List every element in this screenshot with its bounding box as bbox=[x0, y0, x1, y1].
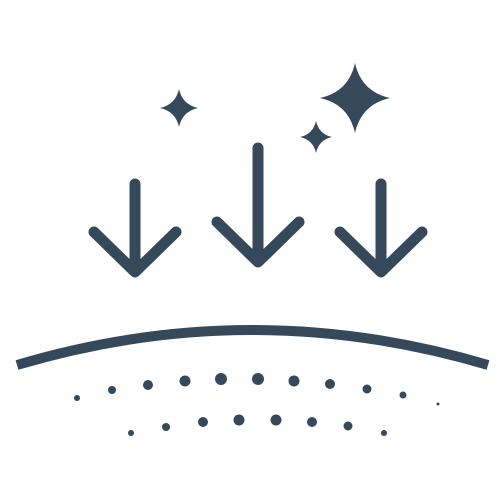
pore-dot bbox=[288, 375, 300, 387]
pore-dot bbox=[307, 417, 317, 427]
pore-dot bbox=[381, 430, 387, 436]
pore-dot bbox=[143, 380, 153, 390]
pore-dot bbox=[108, 386, 116, 394]
down-arrow-icon bbox=[211, 142, 305, 268]
skin-group bbox=[15, 325, 490, 370]
sparkles-group bbox=[160, 63, 390, 153]
skin-surface-curve bbox=[15, 325, 490, 370]
pore-dot bbox=[233, 414, 245, 426]
pore-dot bbox=[399, 391, 407, 399]
pore-dot bbox=[179, 375, 191, 387]
pore-dot bbox=[343, 421, 353, 431]
pore-dot bbox=[74, 395, 80, 401]
pores-group bbox=[74, 373, 440, 436]
down-arrow-icon bbox=[334, 178, 428, 278]
pore-dot bbox=[436, 402, 440, 406]
pore-dot bbox=[198, 417, 208, 427]
pore-dot bbox=[162, 423, 170, 431]
sparkle-icon bbox=[300, 121, 332, 153]
down-arrow-icon bbox=[88, 178, 182, 278]
pore-dot bbox=[128, 430, 134, 436]
sparkle-icon bbox=[160, 89, 198, 127]
pore-dot bbox=[252, 373, 264, 385]
pore-dot bbox=[215, 373, 227, 385]
pore-dot bbox=[325, 379, 335, 389]
pore-dot bbox=[270, 414, 282, 426]
arrows-group bbox=[88, 142, 428, 278]
sparkle-icon bbox=[320, 63, 390, 133]
pore-dot bbox=[362, 384, 372, 394]
